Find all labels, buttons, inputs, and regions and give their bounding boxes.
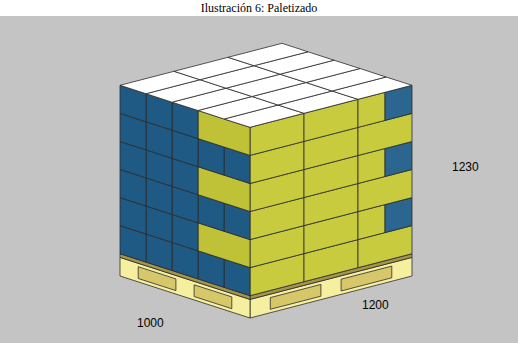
figure-title: Ilustración 6: Paletizado [201, 1, 318, 15]
box-top [228, 43, 308, 65]
figure-title-bar: Ilustración 6: Paletizado [0, 0, 518, 16]
dimension-label: 1200 [362, 298, 389, 312]
dimension-label: 1000 [137, 316, 164, 330]
dimension-label: 1230 [452, 160, 479, 174]
